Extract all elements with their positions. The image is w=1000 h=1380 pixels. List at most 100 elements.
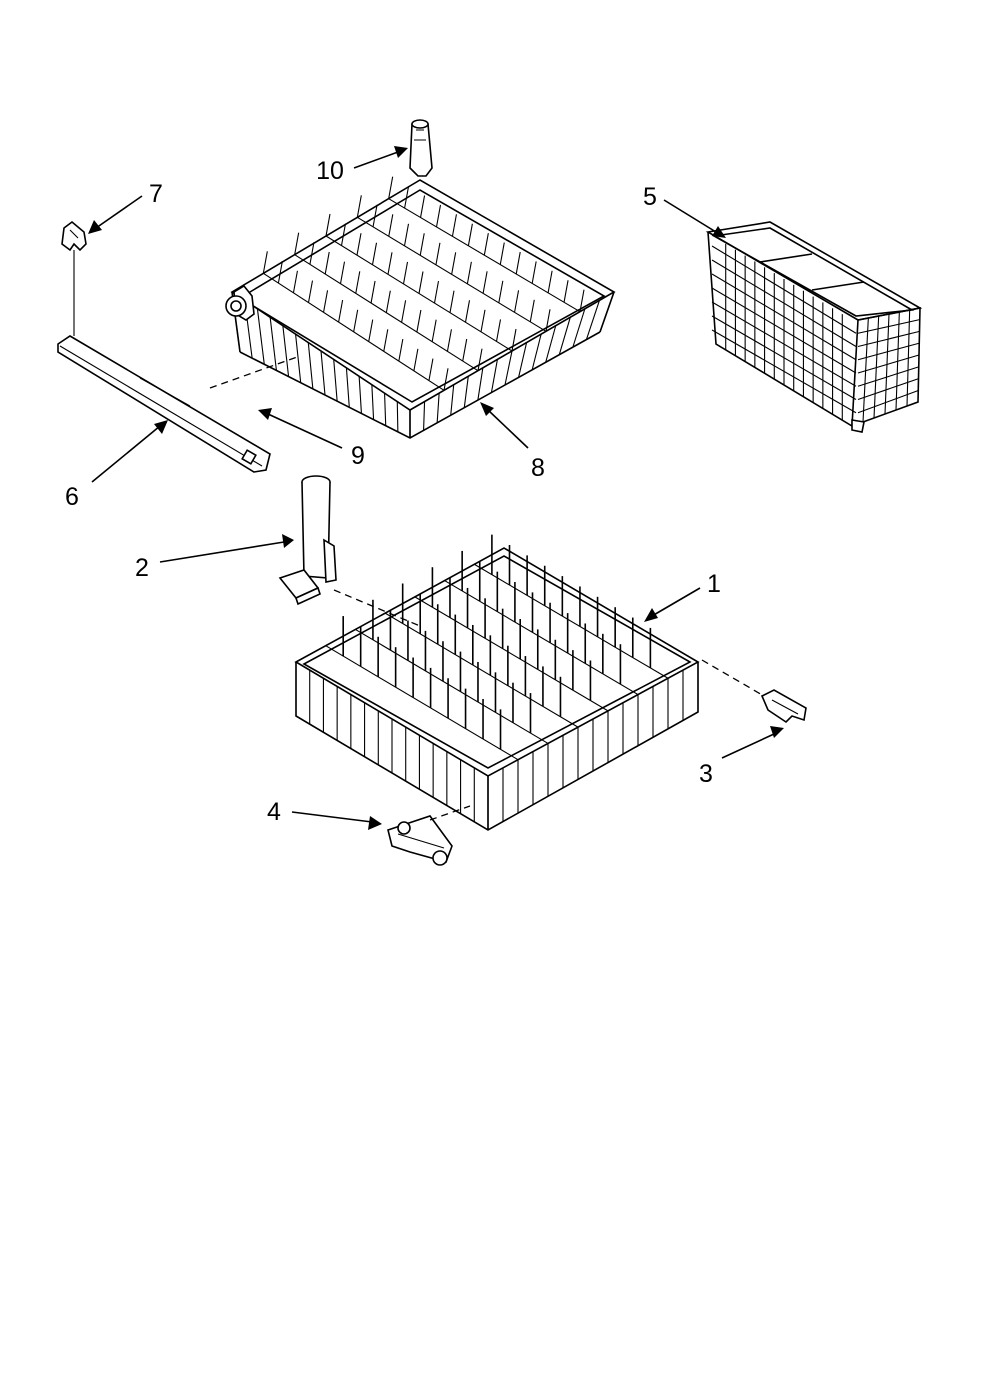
rack-wire — [599, 291, 615, 333]
rack-wire — [370, 280, 376, 304]
rack-wire — [356, 195, 362, 218]
rack-wire — [428, 358, 434, 381]
assembly-line-3 — [701, 659, 765, 697]
rack-wire — [446, 329, 452, 352]
rack-wire — [423, 401, 426, 431]
rack-wire — [413, 348, 419, 371]
callout-7: 7 — [149, 180, 163, 208]
rack-wire — [857, 366, 920, 387]
rack-wire — [356, 233, 362, 256]
rack-wire — [324, 251, 330, 275]
rack-wire — [466, 261, 472, 284]
rack-wire — [711, 287, 857, 374]
rack-wire — [857, 354, 920, 374]
rack-wire — [711, 273, 857, 361]
rack-wire — [371, 242, 378, 265]
rack-wire — [518, 342, 528, 378]
upper-spray-tube — [409, 119, 433, 177]
rack-wire — [467, 223, 473, 246]
rack-wire — [547, 270, 553, 293]
rack-wire — [495, 319, 502, 342]
rack-wire — [277, 260, 283, 284]
rack-wire — [333, 359, 338, 402]
rack-wire — [383, 329, 389, 352]
rack-wire — [474, 563, 669, 679]
rack-wire — [464, 300, 471, 323]
rack-wire — [371, 384, 375, 420]
rack-wire — [355, 271, 361, 294]
wheel-bracket — [387, 815, 453, 866]
rack-rail — [57, 335, 271, 473]
rack-wire — [759, 253, 813, 263]
rack-wire — [482, 271, 488, 294]
rack-wire — [711, 245, 857, 334]
rack-wire — [309, 242, 315, 265]
rack-wire — [358, 376, 362, 414]
rack-wire — [511, 328, 517, 352]
rack-wire — [585, 300, 600, 340]
callout-2: 2 — [135, 554, 149, 582]
rack-wire — [262, 251, 268, 274]
rack-wire — [385, 290, 391, 313]
assembly-line-2 — [333, 589, 421, 627]
rack-wire — [431, 319, 437, 342]
rack-wire — [396, 401, 399, 432]
rack-wire — [387, 252, 393, 275]
rack-wire — [325, 645, 519, 761]
rack-wire — [384, 612, 579, 728]
rack-wire — [269, 317, 277, 371]
rack-wire — [480, 309, 486, 332]
lower-rack — [294, 534, 700, 831]
rack-wire — [398, 338, 404, 362]
rack-wire — [325, 213, 331, 237]
rack-wire — [463, 376, 469, 408]
rack-wire — [307, 280, 314, 303]
rack-wire — [572, 308, 586, 348]
rack-wire — [444, 580, 639, 696]
rack-wire — [462, 338, 468, 362]
rack-wire — [353, 309, 359, 332]
upper-rack — [230, 176, 616, 439]
rack-wire — [414, 596, 609, 712]
callout-9: 9 — [351, 442, 365, 470]
rack-wire — [477, 348, 483, 371]
callout-5: 5 — [643, 183, 657, 211]
callout-8: 8 — [531, 454, 545, 482]
rack-wire — [558, 317, 571, 355]
rack-wire — [404, 185, 410, 209]
rack-wire — [357, 216, 547, 332]
rear-rack-clip — [760, 689, 807, 724]
rack-wire — [504, 350, 513, 386]
leader-arrows — [88, 146, 784, 830]
rack-wire — [711, 259, 857, 347]
rack-wire — [514, 290, 520, 313]
rack-wire — [579, 289, 585, 312]
rack-wire — [419, 233, 425, 256]
rack-wire — [416, 309, 422, 333]
rack-wire — [531, 334, 542, 370]
rack-wire — [857, 389, 920, 414]
rack-wire — [857, 319, 920, 334]
rack-wire — [294, 254, 479, 372]
callout-10: 10 — [316, 157, 344, 185]
rack-wire — [451, 252, 457, 275]
rack-clip — [61, 220, 87, 336]
rack-wire — [256, 308, 265, 365]
rack-wire — [338, 299, 344, 323]
rack-wire — [433, 280, 440, 304]
rack-wire — [295, 334, 302, 383]
rack-wire — [499, 242, 505, 265]
rack-wire — [403, 223, 410, 246]
rack-wire — [435, 204, 442, 228]
rack-wire — [515, 251, 521, 275]
rack-wire — [711, 315, 857, 400]
rack-wire — [857, 330, 920, 348]
callout-1: 1 — [707, 570, 721, 598]
rack-wire — [811, 281, 865, 291]
rack-wire — [368, 319, 374, 342]
rack-wire — [263, 272, 445, 391]
rack-wire — [857, 377, 920, 401]
rack-wire — [862, 317, 869, 423]
rack-wire — [435, 242, 441, 265]
